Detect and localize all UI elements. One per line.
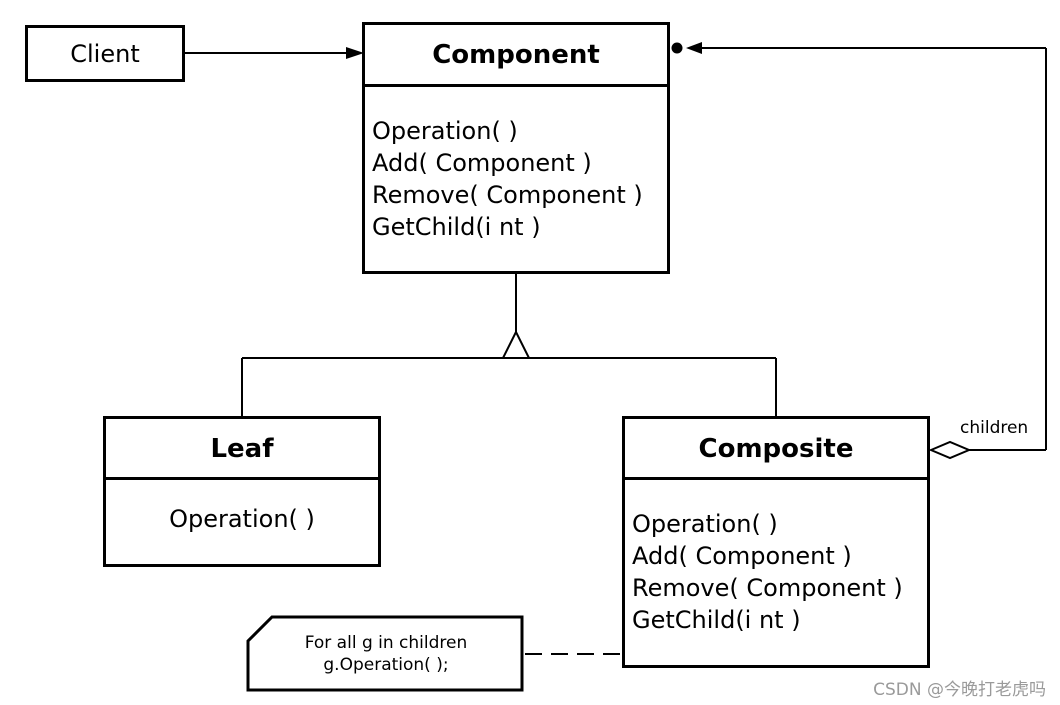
association-arrowhead <box>346 47 364 59</box>
aggregation-diamond <box>928 440 972 460</box>
leaf-divider <box>106 477 378 480</box>
note-line: For all g in children <box>304 633 468 653</box>
generalization-triangle <box>501 329 531 359</box>
component-operations: Operation( ) Add( Component ) Remove( Co… <box>372 115 643 243</box>
component-class: Component Operation( ) Add( Component ) … <box>362 22 670 274</box>
leaf-operations: Operation( ) <box>106 503 378 535</box>
composite-class: Composite Operation( ) Add( Component ) … <box>622 416 930 668</box>
composite-divider <box>625 477 927 480</box>
multiplicity-dot <box>671 42 683 54</box>
component-name: Component <box>432 40 600 70</box>
watermark: CSDN @今晚打老虎吗 <box>873 680 1046 700</box>
composite-op: Remove( Component ) <box>632 574 903 602</box>
leaf-name: Leaf <box>210 433 274 464</box>
composite-op: Add( Component ) <box>632 542 852 570</box>
note-text: For all g in children g.Operation( ); <box>250 632 522 676</box>
aggregation-arrowhead <box>686 42 702 54</box>
composite-operations: Operation( ) Add( Component ) Remove( Co… <box>632 508 903 636</box>
composite-op: GetChild(i nt ) <box>632 606 801 634</box>
component-op: GetChild(i nt ) <box>372 213 541 241</box>
leaf-class: Leaf Operation( ) <box>103 416 381 567</box>
component-op: Operation( ) <box>372 117 518 145</box>
component-op: Add( Component ) <box>372 149 592 177</box>
composite-op: Operation( ) <box>632 510 778 538</box>
client-class: Client <box>25 25 185 82</box>
component-divider <box>365 84 667 87</box>
aggregation-label: children <box>960 418 1029 438</box>
composite-name: Composite <box>698 433 854 464</box>
component-op: Remove( Component ) <box>372 181 643 209</box>
client-name: Client <box>70 39 140 68</box>
note-shape <box>246 615 524 692</box>
leaf-op: Operation( ) <box>169 505 315 533</box>
note-line: g.Operation( ); <box>323 655 449 675</box>
